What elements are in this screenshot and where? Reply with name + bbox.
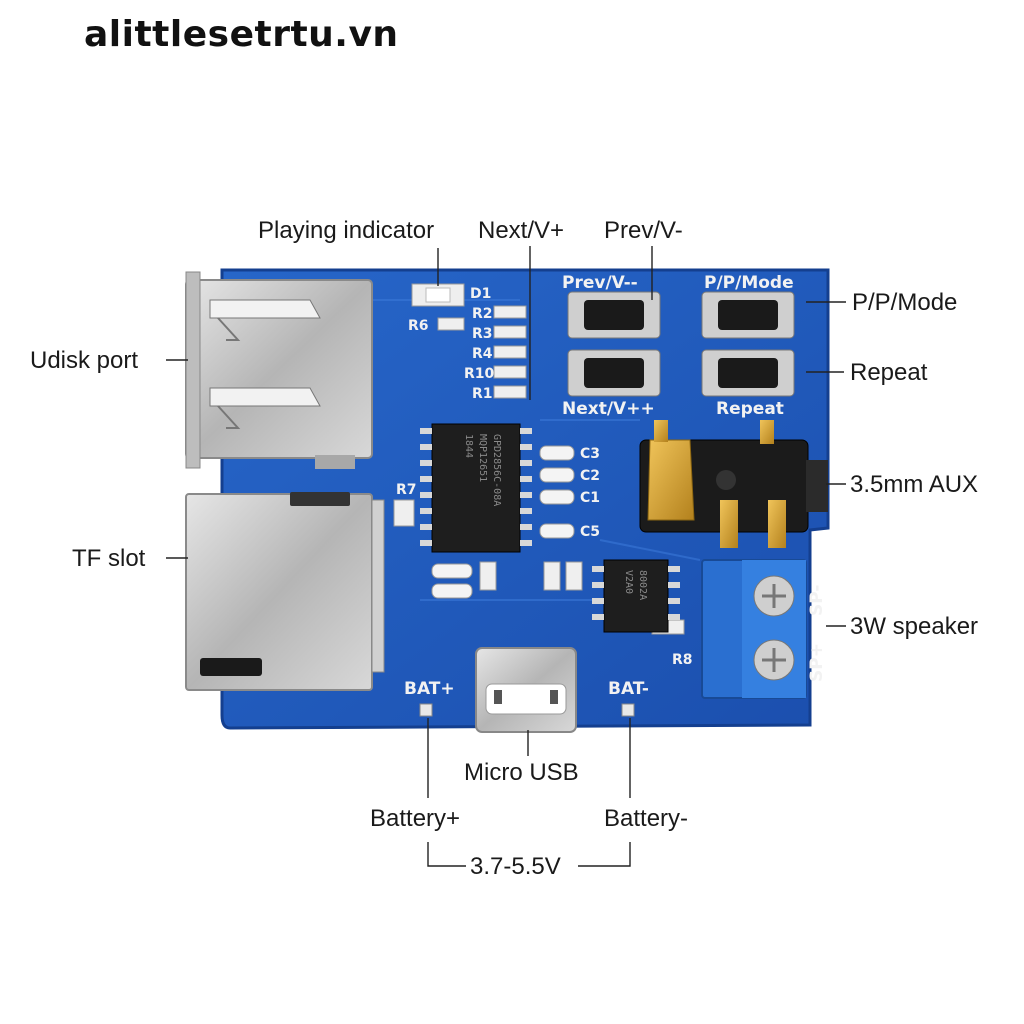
next-button[interactable]: Next/V++ [562, 349, 661, 419]
tf-slot[interactable] [185, 492, 385, 691]
aux-jack[interactable] [639, 420, 828, 548]
silk-r6: R6 [408, 318, 429, 334]
repeat-button[interactable]: Repeat [701, 349, 795, 419]
silk-r10: R10 [464, 366, 495, 382]
silk-next: Next/V++ [562, 399, 655, 419]
capacitors: C3 C2 C1 C5 R7 R8 [393, 445, 693, 668]
label-battery-plus: Battery+ [370, 805, 460, 832]
leader-lines [166, 246, 846, 867]
label-speaker: 3W speaker [850, 613, 978, 640]
silk-sp-plus: SP+ [807, 643, 827, 682]
silk-r7: R7 [396, 482, 417, 498]
pp-mode-button[interactable]: P/P/Mode [701, 273, 795, 339]
chip1-line-c: 1844 [463, 434, 474, 458]
silk-bat-plus: BAT+ [404, 679, 455, 699]
watermark: alittlesetrtu.vn [84, 14, 399, 55]
chip2-line-b: V2A0 [623, 570, 634, 594]
silk-prev: Prev/V-- [562, 273, 638, 293]
label-micro-usb: Micro USB [464, 759, 579, 786]
chip2-line-a: 8002A [637, 570, 648, 600]
label-pp-mode: P/P/Mode [852, 289, 957, 316]
silk-r8: R8 [672, 652, 693, 668]
silk-r3: R3 [472, 326, 493, 342]
speaker-terminal[interactable]: SP- SP+ [701, 559, 827, 699]
udisk-port[interactable] [185, 271, 373, 469]
silk-bat-minus: BAT- [608, 679, 649, 699]
prev-button[interactable]: Prev/V-- [562, 273, 661, 339]
micro-usb-port[interactable] [475, 647, 577, 733]
label-voltage-range: 3.7-5.5V [470, 853, 561, 880]
label-battery-minus: Battery- [604, 805, 688, 832]
label-udisk-port: Udisk port [30, 347, 138, 374]
silk-c1: C1 [580, 490, 600, 506]
silk-d1: D1 [470, 286, 491, 302]
silk-pp: P/P/Mode [704, 273, 794, 293]
silk-c2: C2 [580, 468, 600, 484]
decoder-chip: GPD2856C-08A MQP12651 1844 [420, 423, 532, 553]
silk-c3: C3 [580, 446, 600, 462]
label-next-v-plus: Next/V+ [478, 217, 564, 244]
label-aux: 3.5mm AUX [850, 471, 978, 498]
silk-r2: R2 [472, 306, 493, 322]
silk-repeat: Repeat [716, 399, 784, 419]
silk-sp-minus: SP- [807, 585, 827, 616]
chip1-line-a: GPD2856C-08A [491, 434, 502, 506]
silk-r4: R4 [472, 346, 493, 362]
resistor-array: R2 R3 R4 R10 R1 [464, 305, 527, 402]
amplifier-chip: 8002A V2A0 [592, 559, 680, 633]
chip1-line-b: MQP12651 [477, 434, 488, 482]
battery-plus-pad[interactable]: BAT+ [404, 679, 455, 717]
label-prev-v-minus: Prev/V- [604, 217, 683, 244]
label-tf-slot: TF slot [72, 545, 146, 572]
silk-c5: C5 [580, 524, 600, 540]
silk-r1: R1 [472, 386, 493, 402]
playing-indicator-led: D1 R6 [408, 283, 491, 334]
label-playing-indicator: Playing indicator [258, 217, 434, 244]
label-repeat: Repeat [850, 359, 928, 386]
battery-minus-pad[interactable]: BAT- [608, 679, 649, 717]
